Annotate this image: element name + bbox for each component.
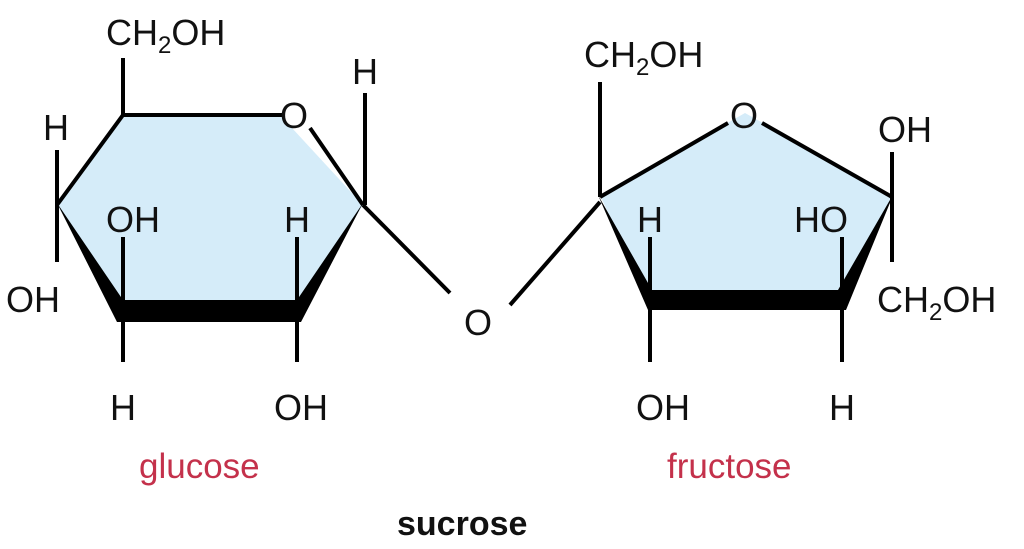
glucose-c1-h: H: [352, 51, 378, 92]
glucose-ring: [55, 58, 367, 362]
fructose-c3-oh: OH: [636, 387, 690, 428]
glucose-c3-oh: OH: [106, 199, 160, 240]
fructose-ring: [598, 82, 894, 362]
fructose-ring-oxygen: O: [730, 95, 758, 136]
diagram-title: sucrose: [397, 505, 527, 543]
fructose-ch2oh-right-label: CH2OH: [877, 279, 996, 326]
glucose-ring-fill: [57, 115, 363, 310]
glucose-name: glucose: [139, 447, 260, 486]
fructose-c2-oh: OH: [878, 109, 932, 150]
glucose-ch2oh-label: CH2OH: [106, 12, 225, 59]
glucose-c4-h: H: [43, 107, 69, 148]
glucose-c3-h: H: [110, 387, 136, 428]
glycosidic-bond-right: [508, 200, 602, 307]
fructose-o-c2-bond: [761, 121, 893, 199]
fructose-c4-ho: HO: [794, 199, 848, 240]
glucose-ring-oxygen: O: [280, 95, 308, 136]
glycosidic-oxygen: O: [464, 302, 492, 343]
fructose-c4-h: H: [829, 387, 855, 428]
glucose-c2-h: H: [284, 199, 310, 240]
fructose-c3-h: H: [637, 199, 663, 240]
fructose-ch2oh-top-label: CH2OH: [584, 34, 703, 81]
glycosidic-bond-left: [361, 203, 452, 295]
fructose-ring-fill: [600, 113, 892, 305]
glucose-o-c1-bond: [308, 126, 365, 207]
glucose-c2-oh: OH: [274, 387, 328, 428]
fructose-c5-o-bond: [598, 121, 730, 199]
fructose-name: fructose: [667, 447, 792, 486]
glucose-c4-oh: OH: [6, 279, 60, 320]
